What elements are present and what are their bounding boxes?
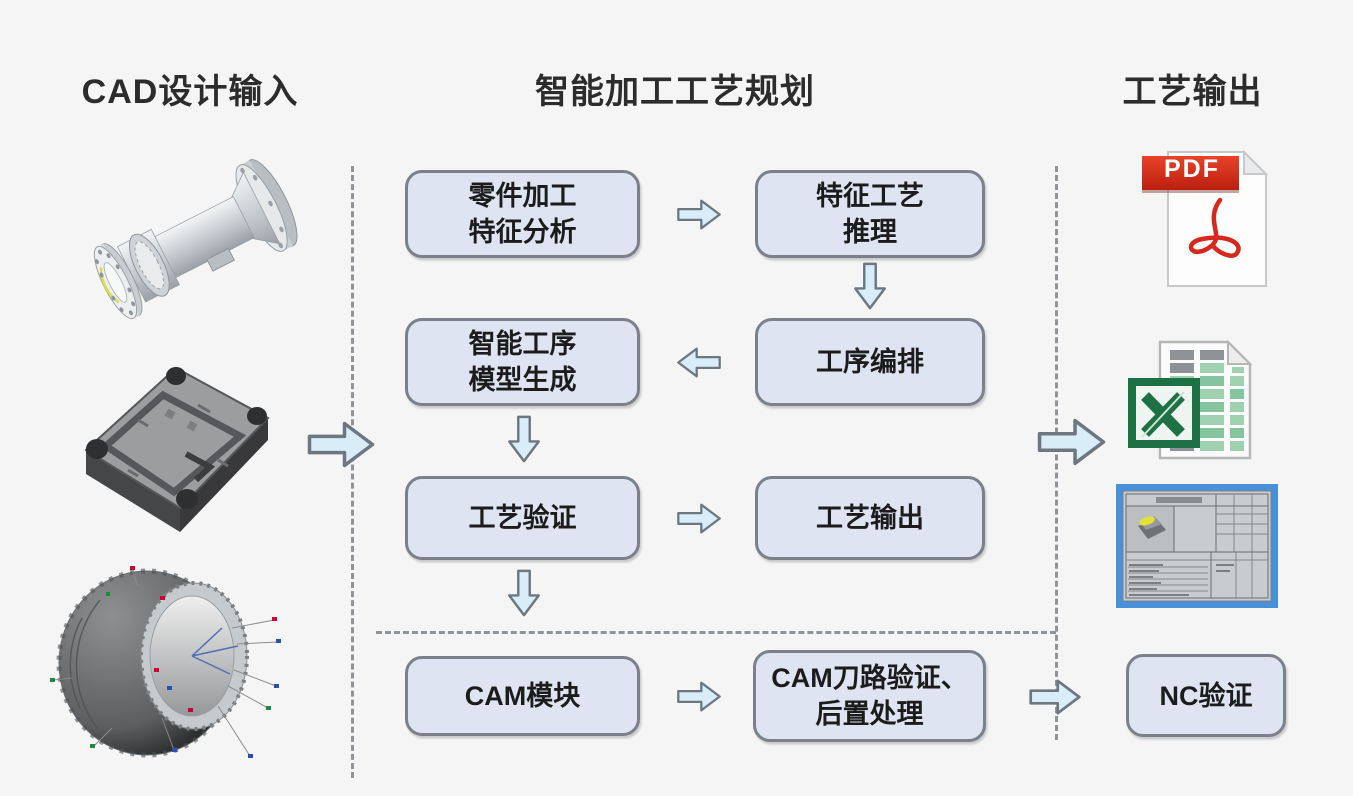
flow-box-label: 模型生成	[468, 365, 577, 395]
flow-arrow-down-icon	[508, 415, 540, 463]
column-header-process-output: 工艺输出	[1122, 73, 1263, 111]
flow-arrow-right-icon	[677, 681, 721, 712]
right-dashed-divider	[1055, 166, 1058, 740]
cad-to-planning-arrow-icon	[307, 421, 375, 468]
flow-box-operation-sequencing: 工序编排	[755, 318, 985, 406]
flow-arrow-right-icon	[677, 199, 721, 230]
flow-box-label: 特征工艺	[816, 181, 924, 211]
column-header-cad-input: CAD设计输入	[81, 73, 299, 111]
flow-arrow-down-icon	[508, 569, 540, 617]
pdf-file-icon	[1142, 149, 1269, 287]
flow-box-label: CAM模块	[464, 681, 581, 711]
flow-box-feature-analysis: 零件加工 特征分析	[405, 170, 640, 258]
flow-box-cam-toolpath-post: CAM刀路验证、 后置处理	[753, 650, 986, 742]
flow-arrow-down-icon	[854, 262, 886, 310]
flow-box-label: NC验证	[1159, 680, 1253, 711]
flow-box-label: 特征分析	[468, 217, 577, 247]
flow-arrow-left-icon	[677, 347, 721, 378]
planning-to-output-arrow-icon	[1037, 418, 1106, 466]
cam-to-nc-arrow-icon	[1029, 679, 1081, 715]
flow-box-label: 智能工序	[468, 329, 577, 359]
flow-box-process-validation: 工艺验证	[405, 476, 640, 560]
bottom-dashed-divider	[376, 631, 1056, 634]
flow-arrow-right-icon	[677, 503, 721, 534]
flow-box-label: 推理	[843, 217, 897, 247]
flow-box-nc-validation: NC验证	[1126, 654, 1286, 737]
shaft-flange-model	[93, 159, 298, 320]
flow-box-label: 工艺验证	[468, 503, 577, 533]
flow-box-feature-reasoning: 特征工艺 推理	[755, 170, 985, 258]
process-card-icon	[1116, 484, 1278, 608]
flow-box-label: CAM刀路验证、	[771, 663, 968, 693]
flow-box-label: 工艺输出	[816, 503, 924, 533]
pdf-banner-label: PDF	[1164, 155, 1220, 183]
flow-box-label: 零件加工	[468, 181, 577, 211]
flow-box-cam-module: CAM模块	[405, 656, 640, 736]
column-header-process-planning: 智能加工工艺规划	[535, 73, 815, 111]
flow-box-process-output: 工艺输出	[755, 476, 985, 560]
excel-file-icon	[1128, 339, 1253, 460]
flow-box-label: 后置处理	[815, 699, 924, 729]
casing-model	[50, 566, 281, 758]
flow-box-label: 工序编排	[816, 347, 924, 377]
flow-box-process-model: 智能工序 模型生成	[405, 318, 640, 406]
left-dashed-divider	[351, 166, 354, 778]
mold-plate-model	[84, 366, 270, 532]
